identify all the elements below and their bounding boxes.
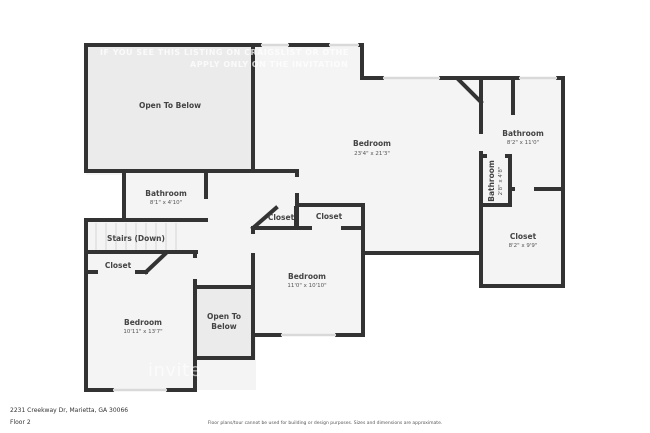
windows bbox=[113, 43, 557, 392]
room-dims-bathroom-main: 8'2" x 11'0" bbox=[507, 140, 539, 146]
room-label-bathroom-hall: Bathroom bbox=[145, 189, 187, 198]
room-label-stairs: Stairs (Down) bbox=[107, 234, 165, 243]
property-address: 2231 Creekway Dr, Marietta, GA 30066 bbox=[10, 407, 129, 414]
room-dims-bathroom-hall: 8'1" x 4'10" bbox=[150, 200, 182, 206]
room-label-closet-b: Closet bbox=[268, 213, 295, 222]
room-dims-bedroom-3: 10'11" x 13'7" bbox=[123, 329, 162, 335]
watermark-brand: invite bbox=[148, 360, 202, 381]
room-label-bedroom-3: Bedroom bbox=[124, 318, 162, 327]
room-label-bathroom-main: Bathroom bbox=[502, 129, 544, 138]
room-label-closet-a: Closet bbox=[105, 261, 132, 270]
open-to-below-area bbox=[86, 45, 253, 171]
walls bbox=[84, 43, 565, 392]
room-label-open-to-below-2-line2: Below bbox=[211, 322, 237, 331]
room-label-open-to-below-2-line1: Open To bbox=[207, 312, 241, 321]
room-label-closet-large: Closet bbox=[510, 232, 537, 241]
room-labels: Open To Below Bedroom 23'4" x 21'3" Bath… bbox=[105, 101, 544, 335]
room-dims-bedroom-main: 23'4" x 21'3" bbox=[354, 151, 390, 157]
room-dims-closet-large: 8'2" x 9'9" bbox=[509, 243, 538, 249]
floor-label: Floor 2 bbox=[10, 419, 31, 426]
room-label-open-to-below-1: Open To Below bbox=[139, 101, 201, 110]
room-label-bedroom-main: Bedroom bbox=[353, 139, 391, 148]
stairs-treads bbox=[95, 223, 177, 251]
room-dims-bathroom-small: 2'8" x 4'8" bbox=[498, 167, 504, 196]
watermark-line2: APPLY ONLY ON THE INVITATION bbox=[190, 60, 349, 69]
watermark-line1: IF YOU SEE THIS LISTING ON CRAIGSLIST OR… bbox=[100, 48, 349, 57]
room-dims-bedroom-2: 11'0" x 10'10" bbox=[287, 283, 326, 289]
disclaimer: Floor plans/tour cannot be used for buil… bbox=[207, 421, 443, 426]
room-label-bathroom-small: Bathroom bbox=[487, 160, 496, 202]
floor-fills bbox=[86, 45, 564, 390]
room-label-closet-c: Closet bbox=[316, 212, 343, 221]
room-label-bedroom-2: Bedroom bbox=[288, 272, 326, 281]
